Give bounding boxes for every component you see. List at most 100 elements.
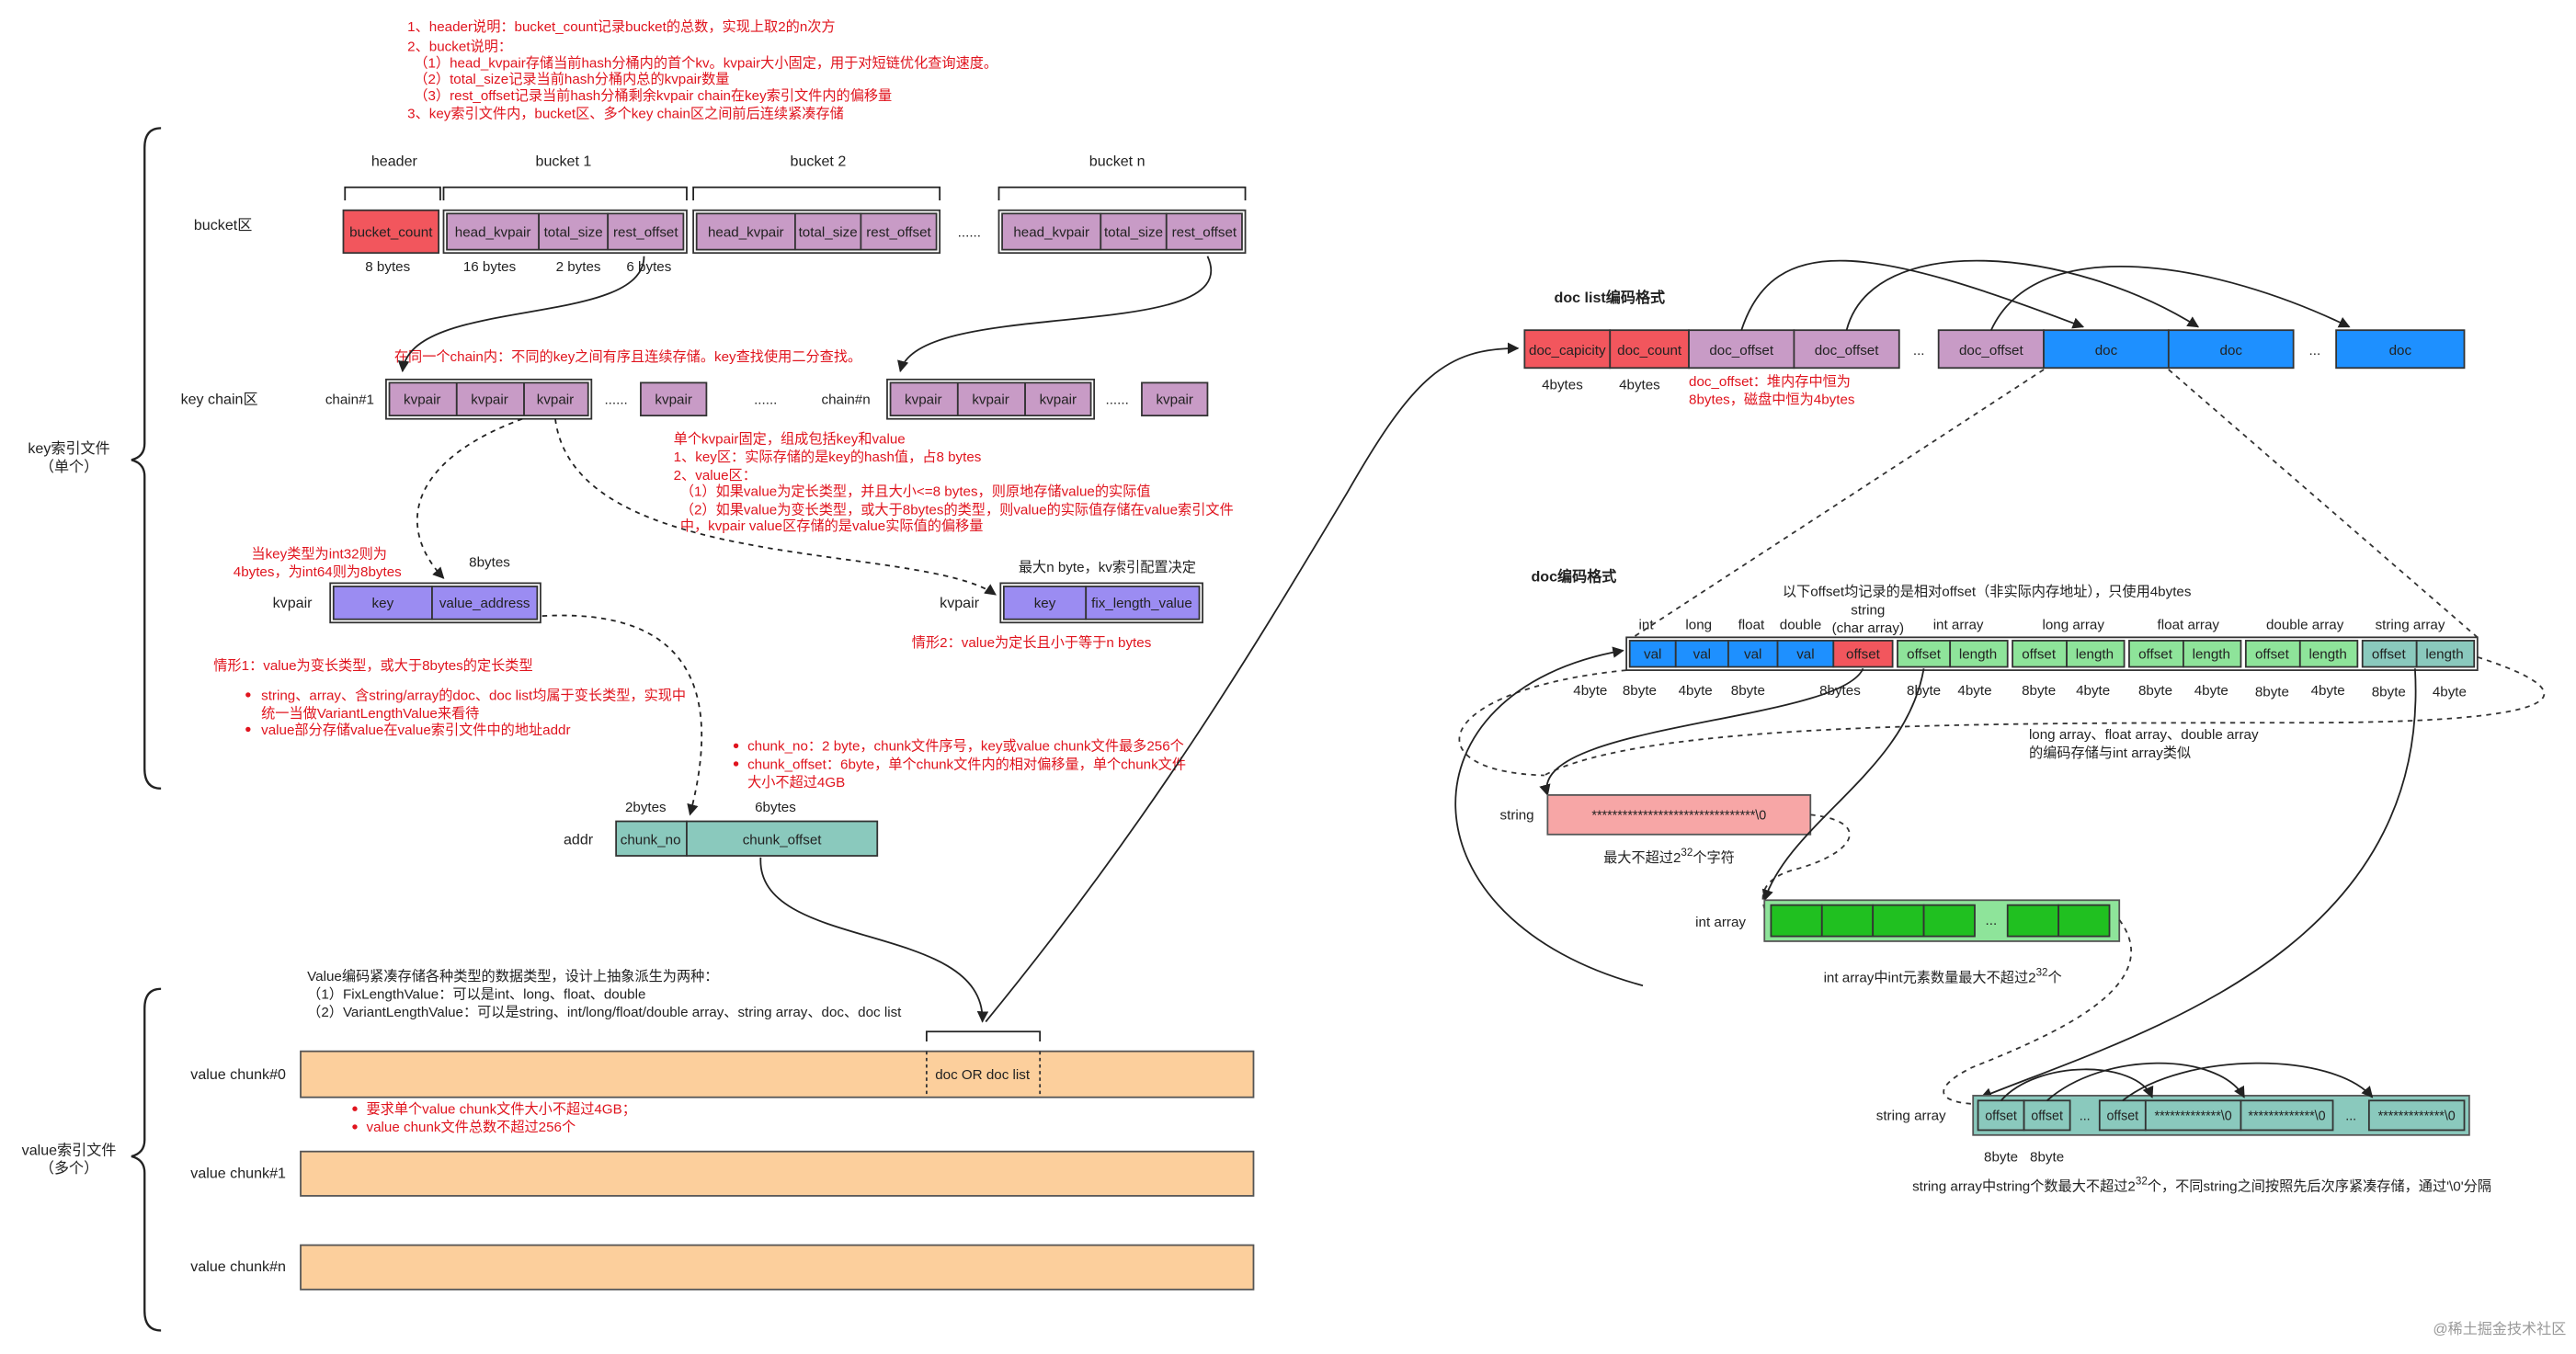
cell-text: kvpair xyxy=(537,393,574,408)
int-array-ellipsis: ... xyxy=(1986,913,1998,928)
size-label: 8 bytes xyxy=(365,259,410,275)
kvpair-cell xyxy=(523,381,589,417)
bullet-line: 要求单个value chunk文件大小不超过4GB； xyxy=(367,1102,636,1118)
size-label: 4byte xyxy=(2311,683,2345,699)
string-array-arrow xyxy=(1979,668,2417,1099)
kvpair-cell xyxy=(889,381,959,417)
size-label: 8byte xyxy=(1623,683,1657,699)
cell-text: offset xyxy=(2106,1109,2138,1124)
bucket-group-labels: header bucket 1 bucket 2 bucket n xyxy=(371,153,1146,169)
value-file-sublabel: （多个） xyxy=(40,1160,98,1177)
cell-text: length xyxy=(2076,647,2114,663)
int-array-arrow xyxy=(1761,668,1925,902)
doc-format-arrow xyxy=(1454,646,1644,987)
size-label: 8bytes xyxy=(1819,683,1861,699)
kvpair-row: key value_address xyxy=(329,582,541,624)
cell-text: offset xyxy=(1846,647,1881,663)
bullet-line: chunk_no：2 byte，chunk文件序号，key或value chun… xyxy=(747,739,1184,755)
note-line: 单个kvpair固定，组成包括key和value xyxy=(674,431,906,447)
type-label: double xyxy=(1780,617,1822,632)
kvpair-dashed-arrow-2 xyxy=(554,418,997,596)
int-element xyxy=(1820,904,1875,938)
bucket-row: bucket_count head_kvpair total_size rest… xyxy=(342,209,1247,255)
bullet-line: 统一当做VariantLengthValue来看待 xyxy=(261,706,479,722)
doc-brace xyxy=(925,1030,1042,1041)
chunk-bullets: 要求单个value chunk文件大小不超过4GB； value chunk文件… xyxy=(352,1102,636,1135)
note-line: （2）如果value为变长类型，或大于8bytes的类型，则value的实际值存… xyxy=(680,502,1234,518)
addr-bullets: chunk_no：2 byte，chunk文件序号，key或value chun… xyxy=(733,739,1186,791)
cell-text: head_kvpair xyxy=(1013,224,1089,240)
doc-offset-note: doc_offset：堆内存中恒为 xyxy=(1689,374,1851,390)
string-array-label: string array xyxy=(1876,1109,1946,1124)
value-notes: Value编码紧凑存储各种类型的数据类型，设计上抽象派生为两种： （1）FixL… xyxy=(307,969,902,1020)
cell-text: offset xyxy=(2138,647,2173,663)
size-label: 4byte xyxy=(1679,683,1713,699)
offset-note: 以下offset均记录的是相对offset（非实际内存地址），只使用4bytes xyxy=(1783,585,2192,600)
note-line: 2、bucket说明： xyxy=(407,39,512,54)
doc-list-title: doc list编码格式 xyxy=(1555,289,1666,306)
type-label: long array xyxy=(2042,617,2104,632)
size-label: 4byte xyxy=(2194,683,2228,699)
chunk-offset-arrow xyxy=(759,857,989,1023)
type-label: long xyxy=(1685,617,1712,632)
cell-text: kvpair xyxy=(905,393,941,408)
cell-text: head_kvpair xyxy=(708,224,784,240)
string-cell xyxy=(2240,1099,2334,1132)
cell-text: kvpair xyxy=(404,393,440,408)
size-label: 8byte xyxy=(2022,683,2056,699)
addr-label: addr xyxy=(564,832,594,848)
long-array-note: long array、float array、double array xyxy=(2029,727,2259,743)
size-label: 4byte xyxy=(2433,685,2467,700)
bucket-count-cell xyxy=(342,209,440,255)
offset-cell xyxy=(1977,1099,2025,1132)
string-box xyxy=(1546,794,1812,836)
bullet-line: chunk_offset：6byte，单个chunk文件内的相对偏移量，单个ch… xyxy=(747,757,1186,772)
kvpair-fixed-row: key fix_length_value xyxy=(999,582,1203,624)
cell-text: fix_length_value xyxy=(1091,596,1192,611)
type-label: float xyxy=(1738,617,1765,632)
cell-text: offset xyxy=(2022,647,2057,663)
type-label: float array xyxy=(2158,617,2220,632)
cell-text: kvpair xyxy=(1156,393,1192,408)
cell-text: ... xyxy=(2345,1109,2356,1124)
chain-ellipsis: ...... xyxy=(1106,393,1129,408)
size-label: 4byte xyxy=(2076,683,2110,699)
string-array-note: string array中string个数最大不超过232个，不同string之… xyxy=(1912,1175,2491,1194)
cell-text: val xyxy=(1644,647,1661,663)
key-chain-row: kvpair kvpair kvpair kvpair kvpair kvpai… xyxy=(385,378,1209,420)
kvpair-size: 8bytes xyxy=(469,555,510,571)
bullet-line: value chunk文件总数不超过256个 xyxy=(367,1120,576,1135)
key-chain-area-label: key chain区 xyxy=(181,392,258,408)
group-label-header: header xyxy=(371,153,418,169)
doc-type-labels: int long float double string (char array… xyxy=(1639,602,2445,636)
string-arrow xyxy=(1539,667,1864,797)
int-array-label: int array xyxy=(1695,915,1746,930)
key-file-label: key索引文件 xyxy=(28,440,109,457)
rest-offset-cell xyxy=(860,212,938,251)
chunk-no-cell xyxy=(615,820,688,857)
head-kvpair-cell xyxy=(446,212,541,251)
key-file-sublabel: （单个） xyxy=(40,459,98,475)
doc-offset-note: 8bytes，磁盘中恒为4bytes xyxy=(1689,392,1855,408)
doc-list-arrow xyxy=(985,342,1520,1023)
bullet-line: value部分存储value在value索引文件中的地址addr xyxy=(261,723,570,738)
size-label: 8byte xyxy=(2372,685,2406,700)
cell-text: doc_offset xyxy=(1815,343,1880,358)
doc-offset-cell xyxy=(1793,329,1900,370)
cell-text: offset xyxy=(1985,1109,2017,1124)
int-array-max-note: int array中int元素数量最大不超过232个 xyxy=(1824,966,2062,985)
cell-text: total_size xyxy=(1104,224,1163,240)
value-chunk-label: value chunk#n xyxy=(190,1258,286,1275)
cell-text: doc xyxy=(2095,343,2118,358)
doc-list-row: doc_capicity doc_count doc_offset doc_of… xyxy=(1523,329,2466,370)
doc-offset-arrows xyxy=(1740,259,2351,331)
kvpair-cell xyxy=(1024,381,1092,417)
value-chunk-1 xyxy=(300,1150,1255,1197)
key-cell xyxy=(332,586,433,620)
doc-title: doc编码格式 xyxy=(1531,568,1616,586)
cell-text: head_kvpair xyxy=(455,224,531,240)
cell-text: key xyxy=(1034,596,1056,611)
note-line: 1、header说明：bucket_count记录bucket的总数，实现上取2… xyxy=(407,19,835,35)
value-chunk-n xyxy=(300,1244,1255,1291)
